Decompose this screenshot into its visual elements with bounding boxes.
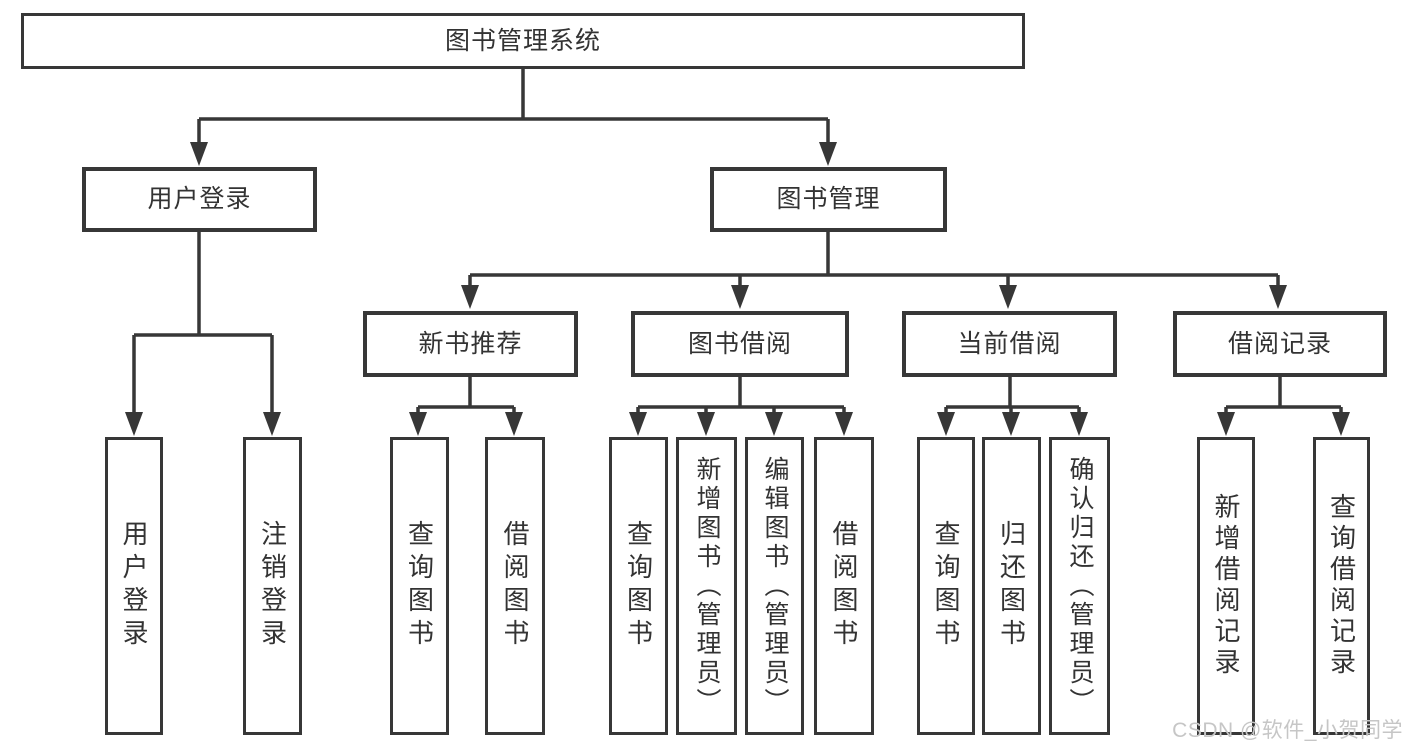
node-query-book-borrowing: 查询图书 <box>609 437 668 735</box>
node-add-book-admin-label: 新增图书（管理员） <box>693 455 721 717</box>
node-current-borrowing: 当前借阅 <box>902 311 1117 377</box>
node-edit-book-admin-label: 编辑图书（管理员） <box>761 455 789 717</box>
node-user-login: 用户登录 <box>82 167 317 232</box>
node-root-label: 图书管理系统 <box>444 26 601 55</box>
node-borrow-book-recommend-label: 借阅图书 <box>500 520 530 652</box>
node-user-login-label: 用户登录 <box>147 185 252 213</box>
node-add-borrow-record-label: 新增借阅记录 <box>1211 493 1241 679</box>
node-edit-book-admin: 编辑图书（管理员） <box>745 437 804 735</box>
node-query-book-recommend-label: 查询图书 <box>404 520 435 652</box>
connector-line <box>132 69 1343 416</box>
node-logout: 注销登录 <box>243 437 302 735</box>
node-return-book: 归还图书 <box>982 437 1041 735</box>
node-borrowing-records-label: 借阅记录 <box>1227 329 1332 358</box>
node-borrow-book-borrowing-label: 借阅图书 <box>829 520 859 652</box>
watermark: CSDN @软件_小贺同学 <box>1172 719 1403 742</box>
node-borrowing-records: 借阅记录 <box>1173 311 1387 377</box>
node-new-book-recommend: 新书推荐 <box>363 311 578 377</box>
node-user-login-leaf-label: 用户登录 <box>119 520 149 652</box>
node-user-login-leaf: 用户登录 <box>105 437 163 735</box>
node-book-borrowing-label: 图书借阅 <box>687 329 792 358</box>
node-query-book-current-label: 查询图书 <box>931 520 961 652</box>
node-query-book-current: 查询图书 <box>917 437 975 735</box>
node-return-book-label: 归还图书 <box>996 520 1027 652</box>
node-current-borrowing-label: 当前借阅 <box>957 329 1062 358</box>
node-borrow-book-borrowing: 借阅图书 <box>814 437 874 735</box>
node-root: 图书管理系统 <box>21 13 1025 69</box>
arrow-icon <box>125 142 1350 436</box>
node-query-book-borrowing-label: 查询图书 <box>623 520 654 652</box>
node-add-borrow-record: 新增借阅记录 <box>1197 437 1255 735</box>
node-book-management: 图书管理 <box>710 167 947 232</box>
node-logout-label: 注销登录 <box>257 520 288 652</box>
node-query-book-recommend: 查询图书 <box>390 437 449 735</box>
node-query-borrow-record-label: 查询借阅记录 <box>1326 493 1357 679</box>
node-confirm-return-admin-label: 确认归还（管理员） <box>1066 455 1094 717</box>
node-add-book-admin: 新增图书（管理员） <box>676 437 737 735</box>
node-new-book-recommend-label: 新书推荐 <box>418 329 523 358</box>
node-query-borrow-record: 查询借阅记录 <box>1313 437 1370 735</box>
node-borrow-book-recommend: 借阅图书 <box>485 437 545 735</box>
node-book-borrowing: 图书借阅 <box>631 311 849 377</box>
node-book-management-label: 图书管理 <box>776 185 881 213</box>
node-confirm-return-admin: 确认归还（管理员） <box>1049 437 1110 735</box>
